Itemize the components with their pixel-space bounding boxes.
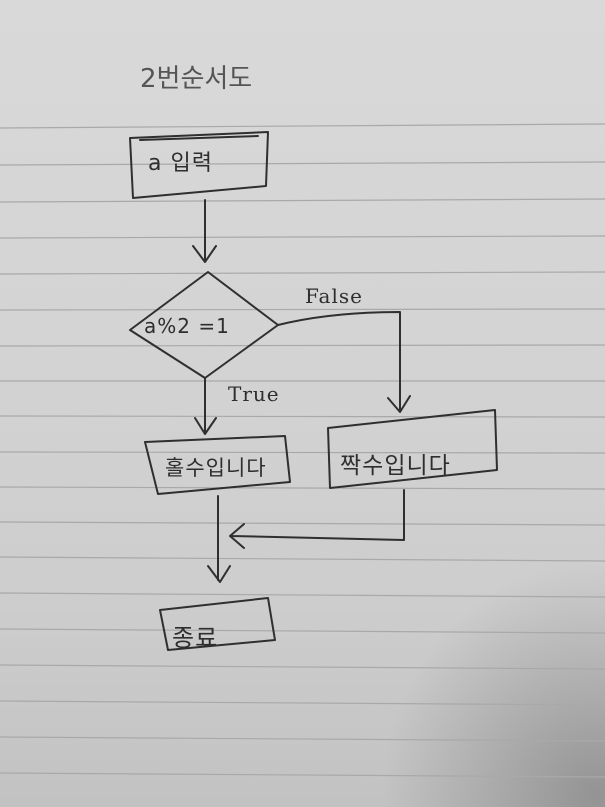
decision-node-label: a%2 =1: [144, 314, 230, 338]
arrow-true-branch: [194, 377, 217, 435]
end-node: [159, 597, 276, 651]
arrow-odd-to-end: [207, 495, 231, 583]
odd-output-node: [144, 435, 291, 495]
end-node-label: 종료: [172, 624, 219, 652]
page-shadow: [380, 560, 605, 807]
input-node: [129, 131, 269, 199]
true-edge-label: True: [228, 382, 280, 406]
odd-output-label: 홀수입니다: [165, 456, 267, 480]
diagram-title: 2번순서도: [140, 64, 253, 94]
false-edge-label: False: [305, 284, 363, 308]
even-output-node: [327, 409, 498, 489]
arrow-false-branch: [277, 311, 411, 413]
even-output-label: 짝수입니다: [340, 453, 451, 479]
input-node-label: a 입력: [148, 151, 213, 176]
arrow-input-to-decision: [192, 199, 217, 263]
arrow-even-merge: [229, 489, 405, 549]
ruled-lines: [0, 123, 605, 778]
